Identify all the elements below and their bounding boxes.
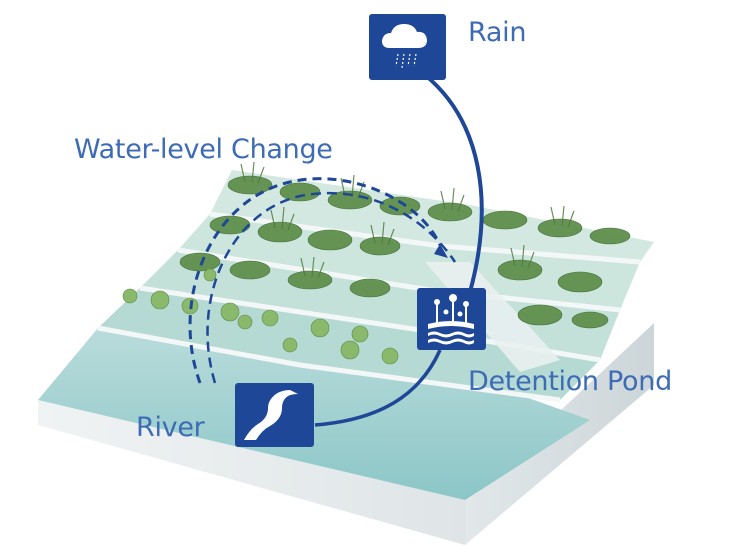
river-label: River: [136, 412, 205, 443]
pond-to-river-arrow: [314, 349, 442, 427]
block-front-side: [38, 400, 465, 545]
detention-pond-label: Detention Pond: [468, 366, 672, 397]
water-level-change-label: Water-level Change: [74, 134, 333, 165]
rain-cloud-icon: [369, 14, 446, 80]
wetland-plants-icon: [417, 288, 486, 350]
rain-flow-arrow: [423, 73, 484, 293]
river-icon: [235, 383, 314, 447]
rain-label: Rain: [468, 17, 527, 48]
terrace-edge: [97, 325, 561, 403]
water-level-change-arrows: [188, 177, 457, 384]
vegetation: [122, 175, 631, 365]
grass-blades: [240, 161, 575, 279]
